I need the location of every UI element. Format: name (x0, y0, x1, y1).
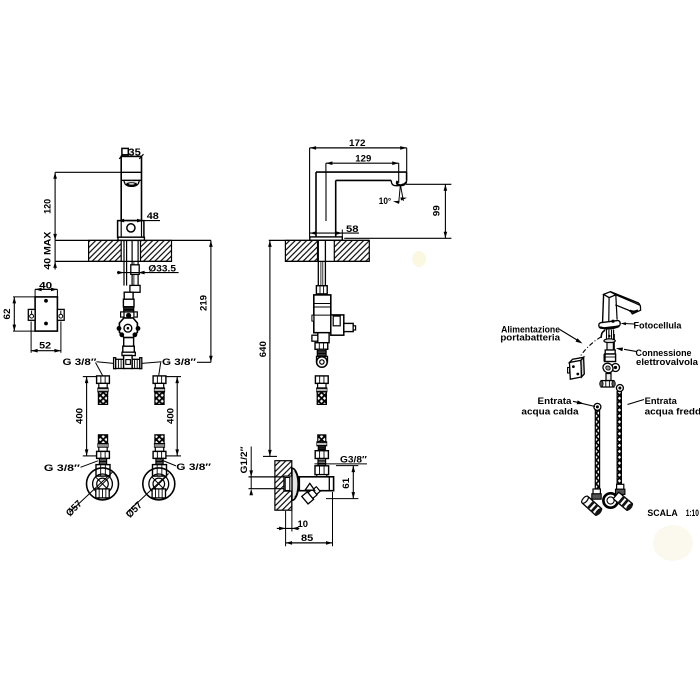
svg-text:35: 35 (128, 148, 141, 159)
svg-text:Alimentazione: Alimentazione (501, 324, 560, 334)
svg-text:1:10: 1:10 (686, 508, 699, 518)
svg-text:portabatteria: portabatteria (500, 333, 561, 343)
svg-text:52: 52 (39, 341, 51, 352)
svg-text:99: 99 (431, 205, 441, 216)
svg-text:elettrovalvola: elettrovalvola (636, 357, 699, 367)
svg-text:40: 40 (39, 280, 52, 291)
svg-text:Entrata: Entrata (645, 396, 678, 406)
svg-text:129: 129 (355, 154, 371, 164)
svg-text:Fotocellula: Fotocellula (634, 321, 683, 331)
svg-text:48: 48 (147, 211, 160, 222)
svg-text:G3/8″: G3/8″ (340, 454, 367, 464)
svg-text:G 3/8″: G 3/8″ (162, 357, 197, 367)
svg-text:61: 61 (341, 478, 351, 489)
svg-text:120: 120 (42, 199, 52, 214)
svg-text:G1/2″: G1/2″ (239, 446, 249, 474)
svg-text:Entrata: Entrata (538, 396, 573, 406)
svg-text:Connessione: Connessione (636, 348, 692, 358)
svg-text:G 3/8″: G 3/8″ (63, 357, 98, 367)
svg-text:58: 58 (346, 224, 359, 235)
svg-text:SCALA: SCALA (647, 508, 678, 518)
svg-text:G 3/8″: G 3/8″ (176, 462, 211, 472)
svg-text:172: 172 (349, 138, 366, 148)
svg-text:10: 10 (298, 519, 309, 530)
svg-text:G 3/8″: G 3/8″ (44, 463, 81, 473)
svg-text:62: 62 (2, 309, 12, 320)
svg-text:acqua fredda: acqua fredda (645, 407, 700, 417)
svg-text:Ø33.5: Ø33.5 (148, 264, 176, 275)
svg-text:640: 640 (258, 341, 268, 357)
svg-text:acqua calda: acqua calda (521, 407, 579, 417)
svg-text:40 MAX: 40 MAX (42, 231, 52, 270)
svg-text:85: 85 (301, 533, 314, 544)
svg-text:400: 400 (75, 408, 85, 424)
svg-text:219: 219 (198, 295, 208, 311)
svg-text:10°: 10° (379, 196, 392, 206)
svg-text:400: 400 (165, 408, 175, 424)
